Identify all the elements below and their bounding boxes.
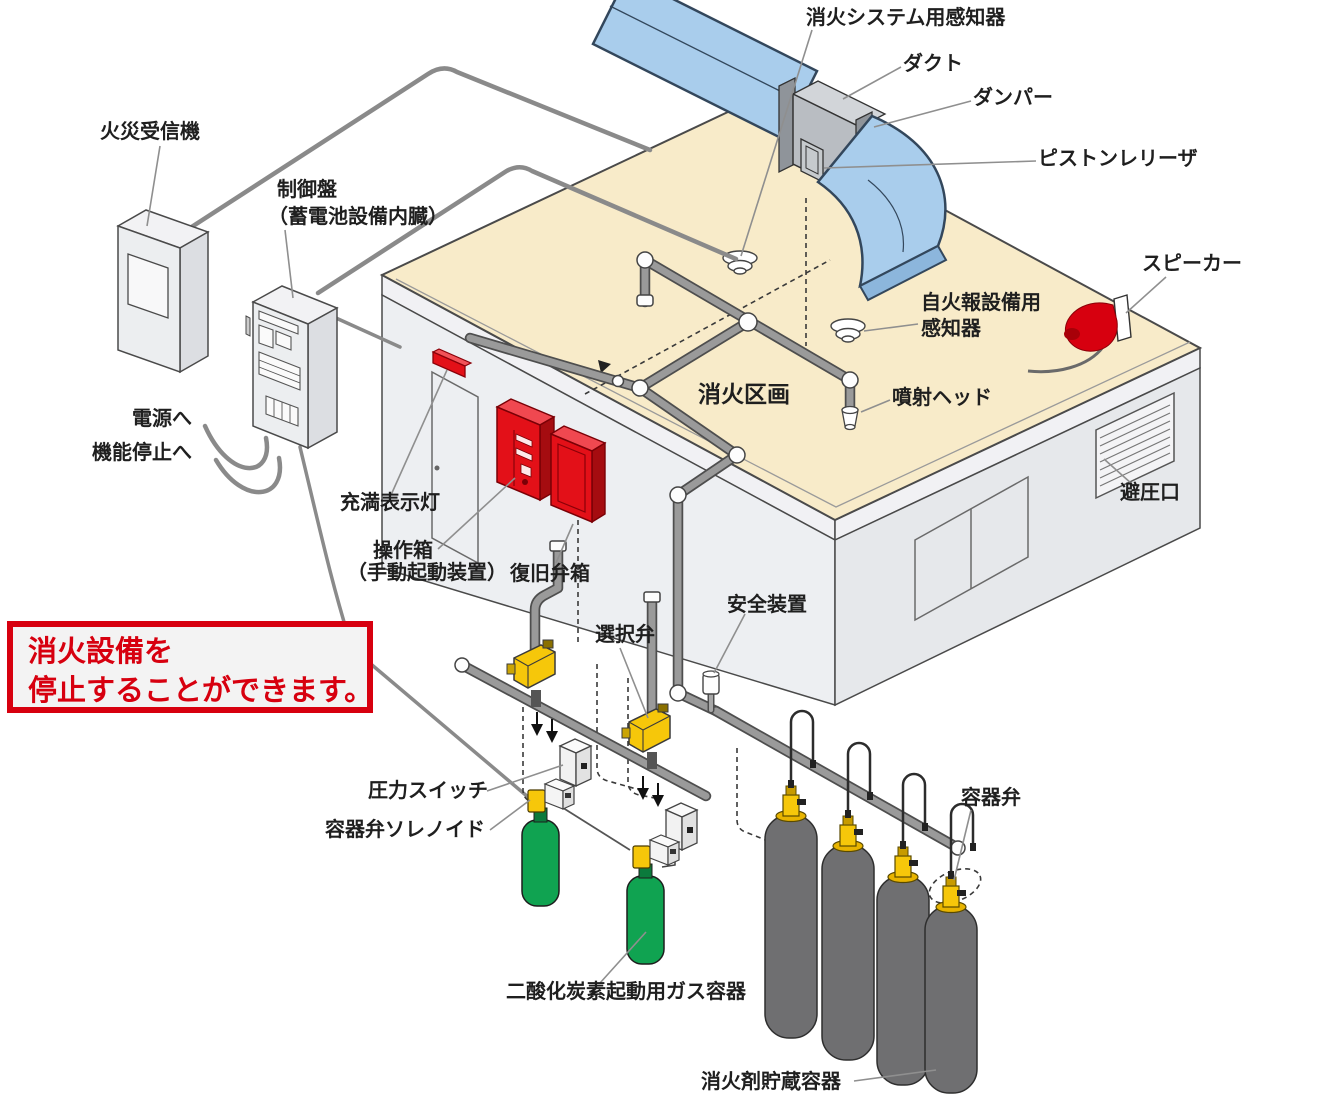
operation-box	[495, 398, 556, 502]
callout-box: 消火設備を 停止することができます。	[7, 621, 373, 713]
roof-ceiling-surface	[379, 101, 1203, 522]
cylinder-manifold-assembly	[454, 520, 982, 1094]
wall-window	[914, 475, 1029, 622]
selector-valve-2	[621, 703, 671, 753]
zone-arrow	[598, 360, 611, 373]
safety-device	[702, 670, 720, 714]
label-co2-starter-container: 二酸化炭素起動用ガス容器	[506, 979, 747, 1003]
container-valve-4	[935, 876, 967, 914]
label-control-panel-1: 制御盤	[277, 177, 338, 201]
control-panel-wire	[315, 165, 739, 296]
receiver-display-window	[127, 253, 169, 319]
label-speaker: スピーカー	[1142, 252, 1242, 275]
label-selector-valve: 選択弁	[595, 622, 655, 646]
label-safety-device: 安全装置	[727, 592, 807, 616]
function-stop-cable	[213, 455, 283, 495]
label-pressure-switch: 圧力スイッチ	[368, 779, 488, 802]
label-control-panel-2: （蓄電池設備内臓）	[268, 204, 448, 228]
label-full-indicator-lamp: 充満表示灯	[340, 490, 440, 514]
fire-zone-boundary-dashed	[584, 259, 831, 395]
speaker	[1027, 294, 1132, 374]
power-cable	[202, 423, 270, 471]
starter-tubing	[559, 805, 631, 851]
label-duct: ダクト	[903, 51, 963, 75]
container-valve-solenoid-1	[527, 789, 546, 813]
label-damper: ダンパー	[973, 85, 1053, 109]
machine-room	[379, 101, 1203, 707]
system-detector-dome	[722, 250, 758, 275]
storage-cylinder-3	[876, 875, 930, 1086]
pressure-relief-vent	[1095, 391, 1175, 500]
flow-arrows	[531, 712, 664, 807]
control-panel-cabinet	[245, 285, 339, 450]
label-system-detector: 消火システム用感知器	[806, 5, 1006, 29]
label-piston-releaser: ピストンレリーザ	[1038, 147, 1198, 170]
storage-cylinder-2	[821, 844, 875, 1061]
callout-line2: 停止することができます。	[28, 673, 373, 707]
label-container-valve: 容器弁	[961, 785, 1021, 809]
panel-to-wall-wire	[334, 316, 402, 349]
labels: 消火システム用感知器 ダクト ダンパー ピストンレリーザ 火災受信機 制御盤 （…	[92, 5, 1242, 1093]
recovery-valve-box	[549, 425, 607, 524]
container-valve-2	[832, 815, 864, 853]
starter-gas-cylinder-2	[626, 834, 681, 965]
label-fire-zone: 消火区画	[698, 381, 790, 407]
spray-head-nozzle	[841, 405, 859, 431]
fire-alarm-detector-dome	[830, 318, 866, 343]
selector-valve-1	[506, 639, 556, 689]
label-pressure-relief-port: 避圧口	[1120, 480, 1180, 504]
label-container-valve-solenoid: 容器弁ソレノイド	[325, 817, 485, 841]
label-agent-storage-container: 消火剤貯蔵容器	[701, 1069, 842, 1093]
label-recovery-valve-box: 復旧弁箱	[509, 561, 590, 585]
receiver-wire	[187, 66, 653, 231]
starter-gas-cylinder-1	[521, 778, 576, 907]
container-valve-1	[775, 785, 807, 823]
pressure-switch-1	[555, 738, 593, 804]
speaker-cable	[1027, 346, 1105, 374]
door	[431, 370, 479, 565]
container-valve-solenoid-2	[632, 845, 651, 869]
duct-elbow-end	[858, 244, 948, 302]
storage-cylinder-4	[924, 905, 978, 1094]
label-fire-alarm-detector-1: 自火報設備用	[921, 290, 1041, 314]
leader-lines	[146, 29, 1167, 1082]
container-valve-3	[887, 846, 919, 884]
power-cables	[202, 423, 283, 495]
label-fire-receiver: 火災受信機	[100, 119, 200, 143]
label-fire-alarm-detector-2: 感知器	[921, 316, 982, 340]
label-operation-box-1: 操作箱	[373, 538, 433, 562]
label-to-power: 電源へ	[132, 407, 192, 430]
hose-loops	[788, 709, 976, 879]
label-to-function-stop: 機能停止へ	[92, 440, 192, 464]
fire-receiver-cabinet	[116, 209, 210, 374]
callout-line1: 消火設備を	[28, 634, 173, 668]
duct-assembly	[591, 0, 948, 302]
full-indicator-lamp	[431, 348, 473, 378]
door-knob	[434, 465, 440, 471]
speaker-horn	[1064, 302, 1118, 352]
label-spray-head: 噴射ヘッド	[892, 385, 992, 409]
label-operation-box-2: （手動起動装置）	[347, 560, 507, 584]
ceiling-piping	[464, 250, 866, 717]
storage-cylinder-1	[764, 814, 818, 1039]
